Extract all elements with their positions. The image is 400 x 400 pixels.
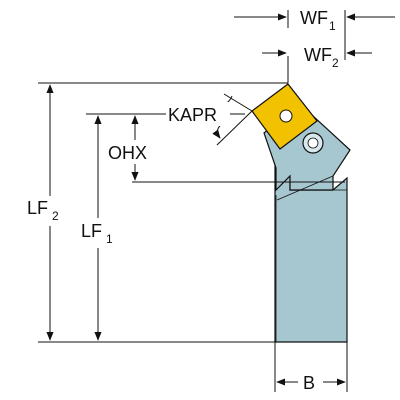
extension-lines [38,10,348,392]
wf1-label: WF [300,8,328,28]
label-wf2: WF 2 [300,40,344,70]
lf1-subscript: 1 [106,232,113,246]
lf2-subscript: 2 [52,209,59,223]
wf2-label: WF [304,45,332,65]
lf1-label: LF [81,221,102,241]
label-ohx: OHX [106,140,164,164]
label-lf1: LF 1 [78,218,124,248]
label-kapr: KAPR [166,102,230,126]
ohx-label: OHX [108,143,147,163]
label-b: B [303,373,315,393]
wf2-subscript: 2 [332,56,339,70]
lf2-label: LF [27,198,48,218]
label-wf1: WF 1 [292,3,342,33]
kapr-label: KAPR [168,105,217,125]
hex-socket-screw-icon [302,132,324,154]
b-label: B [303,373,315,393]
square-insert-icon [251,83,318,150]
wf1-subscript: 1 [329,19,336,33]
label-lf2: LF 2 [26,196,74,226]
